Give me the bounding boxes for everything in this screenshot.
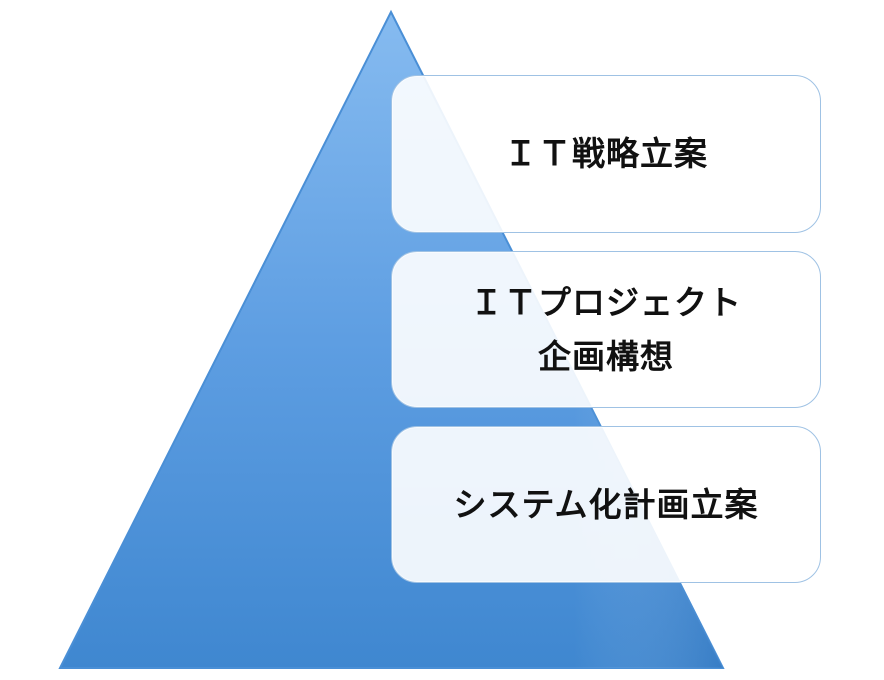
pyramid-level-2-label: ＩＴプロジェクト 企画構想 (470, 276, 742, 384)
pyramid-level-3-label: システム化計画立案 (453, 478, 758, 532)
pyramid-level-3-line-1: システム化計画立案 (453, 484, 759, 524)
pyramid-level-1-label: ＩＴ戦略立案 (504, 127, 708, 181)
pyramid-level-2-line-2: 企画構想 (538, 336, 674, 376)
pyramid-level-3-box: システム化計画立案 (391, 426, 821, 583)
pyramid-level-2-line-1: ＩＴプロジェクト (470, 282, 742, 322)
pyramid-level-1-line-1: ＩＴ戦略立案 (504, 134, 708, 173)
pyramid-level-2-box: ＩＴプロジェクト 企画構想 (391, 251, 821, 408)
pyramid-level-1-box: ＩＴ戦略立案 (391, 75, 821, 233)
